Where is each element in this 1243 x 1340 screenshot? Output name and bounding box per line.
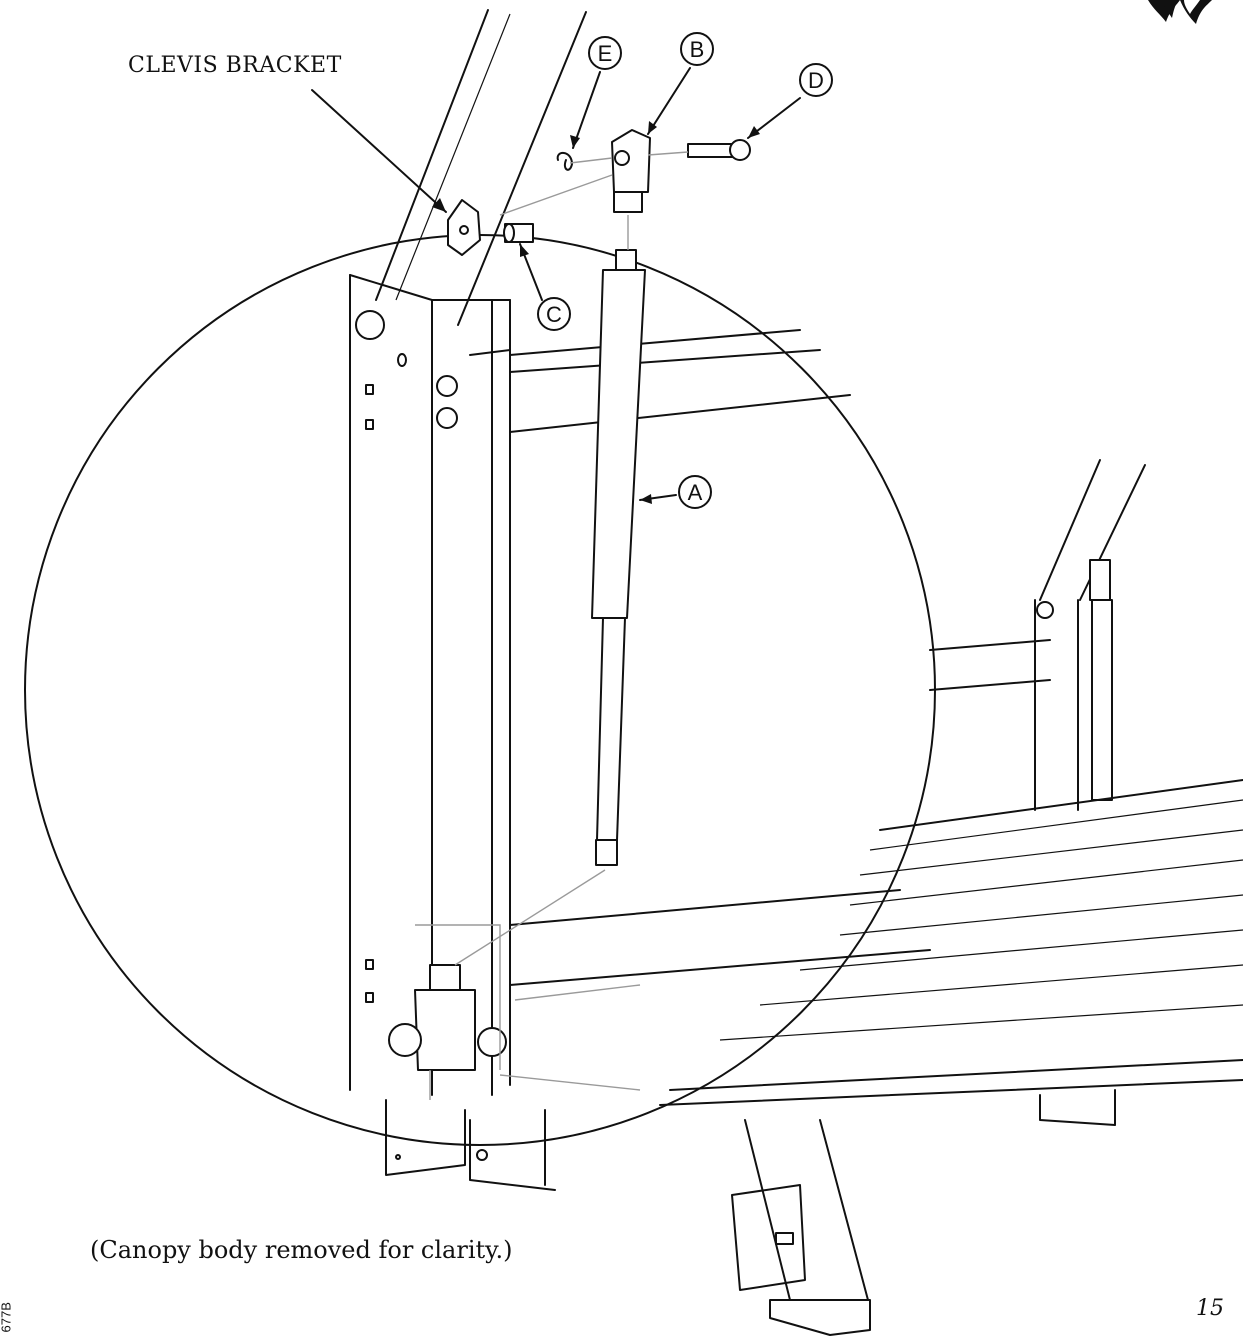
callout-c: C [537,297,571,331]
assembly-guide-lines [415,151,689,1100]
callout-b: B [680,32,714,66]
gas-strut-a [591,249,646,866]
flame-logo-icon [1148,0,1212,24]
page-number: 15 [1196,1296,1224,1321]
document-code: 677B [0,1302,14,1333]
callout-e: E [588,36,622,70]
deck-boards [659,779,1243,1106]
callout-d: D [799,63,833,97]
vertical-post [349,274,511,1096]
leader-lines [311,67,801,504]
lower-clevis-assembly [388,964,507,1071]
svg-text:D: D [808,68,824,93]
svg-text:A: A [688,480,703,505]
clevis-bracket-label: CLEVIS BRACKET [128,53,342,78]
clevis-bracket-part [447,199,481,256]
clip-e-part [556,152,573,171]
callout-a: A [678,475,712,509]
legs-and-feet [385,1089,1116,1336]
horizontal-rails [509,329,1051,986]
svg-text:C: C [546,302,562,327]
clevis-b-part [611,129,651,213]
svg-text:B: B [690,37,705,62]
right-side-frame [1034,459,1146,811]
pin-d-part [687,139,751,161]
detail-magnifier-circle [24,234,936,1146]
canopy-arm [375,9,587,326]
spacer-c-part [503,223,534,243]
figure-caption: (Canopy body removed for clarity.) [90,1236,513,1264]
svg-text:E: E [598,41,613,66]
